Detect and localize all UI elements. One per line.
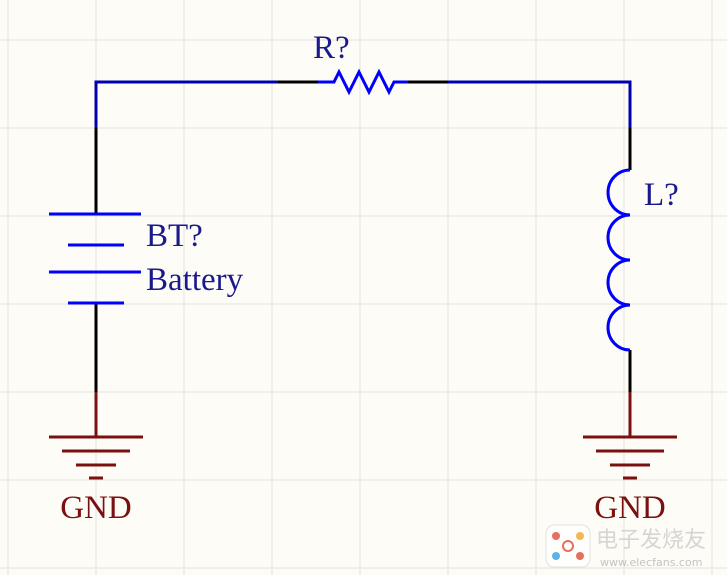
gnd-label-right: GND	[594, 490, 666, 526]
resistor-symbol[interactable]	[278, 68, 448, 96]
inductor-designator: L?	[644, 177, 679, 213]
elecfans-watermark: 电子发烧友 www.elecfans.com	[545, 524, 706, 569]
watermark-title: 电子发烧友	[596, 528, 706, 553]
battery-comment: Battery	[146, 262, 244, 298]
wire-net-top[interactable]	[94, 80, 632, 128]
gnd-port-right[interactable]	[583, 392, 677, 480]
battery-designator: BT?	[146, 218, 203, 254]
gnd-label-left: GND	[60, 490, 132, 526]
gnd-port-left[interactable]	[49, 392, 143, 480]
watermark-url: www.elecfans.com	[600, 556, 702, 569]
elecfans-logo-icon	[545, 524, 591, 568]
inductor-symbol[interactable]	[606, 128, 632, 392]
resistor-designator: R?	[313, 30, 350, 66]
battery-symbol[interactable]	[49, 128, 141, 392]
